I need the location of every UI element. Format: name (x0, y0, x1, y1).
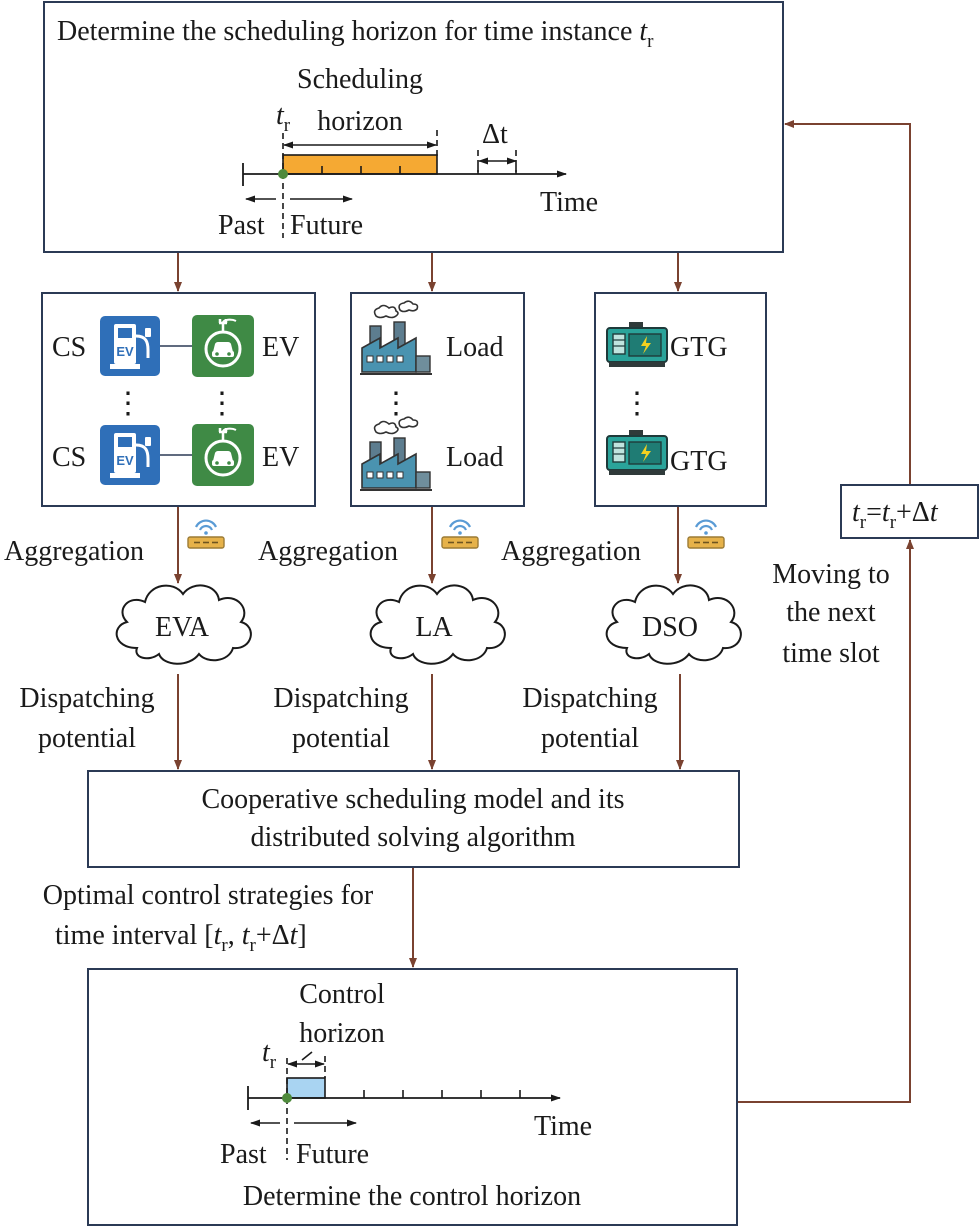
potential-label-3: potential (541, 723, 639, 754)
dso-label: DSO (642, 612, 698, 643)
la-cloud: LA (369, 584, 506, 665)
tr-label: tr (262, 1037, 277, 1073)
load-dots: ⋮ (381, 387, 411, 420)
top-box-title: Determine the scheduling horizon for tim… (57, 16, 654, 52)
dispatching-label-3: Dispatching (522, 683, 657, 714)
load-label: Load (446, 442, 504, 473)
gtg-box: GTG ⋮ GTG (594, 292, 767, 507)
coop-line-2: distributed solving algorithm (250, 822, 575, 853)
cs-label: CS (52, 332, 86, 363)
load-box: Load ⋮ Load (350, 292, 525, 507)
optimal-line-1: Optimal control strategies for (43, 880, 374, 911)
feedback-arrow-top (784, 120, 911, 484)
moving-line-1: Moving to (772, 559, 889, 590)
current-time-dot (282, 1093, 292, 1103)
electric-car-icon (190, 313, 256, 379)
aggregation-label-gtg: Aggregation (501, 536, 641, 567)
gtg-label: GTG (670, 446, 728, 477)
control-label-1: Control (299, 979, 385, 1010)
time-label: Time (534, 1111, 592, 1142)
gtg-label: GTG (670, 332, 728, 363)
feedback-arrow-up (738, 539, 914, 1103)
charging-station-icon (98, 314, 162, 378)
potential-label-1: potential (38, 723, 136, 754)
dispatching-label-2: Dispatching (273, 683, 408, 714)
load-label: Load (446, 332, 504, 363)
ev-label: EV (262, 332, 299, 363)
control-label-2: horizon (299, 1018, 385, 1049)
tr-label: tr (276, 100, 291, 136)
aggregation-label-ev: Aggregation (4, 536, 144, 567)
ev-box: CS EV ⋮ ⋮ CS EV (41, 292, 316, 507)
aggregation-label-load: Aggregation (258, 536, 398, 567)
scheduling-label-2: horizon (317, 106, 403, 137)
dispatching-label-1: Dispatching (19, 683, 154, 714)
coop-line-1: Cooperative scheduling model and its (201, 784, 624, 815)
generator-icon (606, 321, 668, 368)
eva-cloud: EVA (115, 584, 252, 665)
charging-station-icon (98, 423, 162, 487)
ev-dots: ⋮ (207, 387, 237, 420)
past-label: Past (220, 1139, 267, 1170)
control-caption: Determine the control horizon (243, 1181, 581, 1212)
eva-label: EVA (155, 612, 210, 643)
optimal-line-2: time interval [tr, tr+Δt] (55, 920, 307, 956)
router-icon (440, 519, 480, 550)
scheduling-label-1: Scheduling (297, 64, 423, 95)
time-update-box: tr=tr+Δt (840, 484, 979, 539)
scheduling-horizon-bar (282, 154, 438, 175)
control-horizon-bar (286, 1077, 326, 1099)
scheduling-horizon-box: Determine the scheduling horizon for tim… (43, 1, 784, 253)
router-icon (686, 519, 726, 550)
time-label: Time (540, 187, 598, 218)
generator-icon (606, 429, 668, 476)
cs-dots: ⋮ (113, 387, 143, 420)
time-update-label: tr=tr+Δt (852, 497, 939, 533)
delta-t-label: Δt (482, 119, 508, 150)
future-label: Future (290, 210, 363, 241)
la-label: LA (415, 612, 453, 643)
router-icon (186, 519, 226, 550)
future-label: Future (296, 1139, 369, 1170)
gtg-dots: ⋮ (622, 387, 652, 420)
electric-car-icon (190, 422, 256, 488)
cs-label: CS (52, 442, 86, 473)
dso-cloud: DSO (605, 584, 742, 665)
ev-label: EV (262, 442, 299, 473)
current-time-dot (278, 169, 288, 179)
past-label: Past (218, 210, 265, 241)
potential-label-2: potential (292, 723, 390, 754)
moving-line-3: time slot (782, 638, 879, 669)
moving-line-2: the next (786, 597, 876, 628)
control-horizon-box: Control horizon tr Time Past Future Dete… (87, 968, 738, 1226)
cooperative-scheduling-box: Cooperative scheduling model and its dis… (87, 770, 740, 868)
